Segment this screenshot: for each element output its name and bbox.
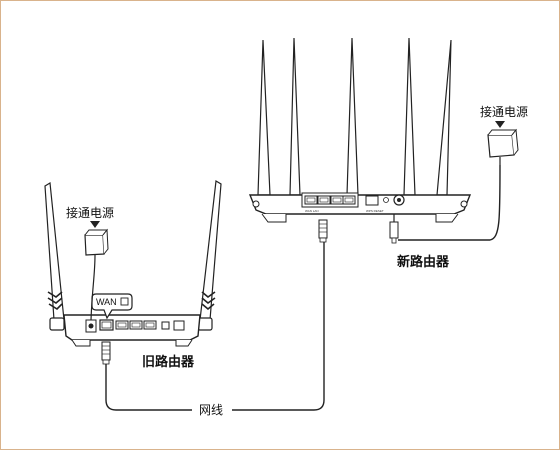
cable-label: 网线: [199, 403, 223, 417]
old-router: [44, 180, 222, 347]
new-router-antennas: [257, 37, 452, 196]
old-router-label: 旧路由器: [142, 354, 195, 370]
power-adapter-right: [487, 128, 519, 165]
power-label-left: 接通电源: [66, 205, 114, 220]
new-router-label: 新路由器: [397, 254, 450, 270]
power-adapter-left: [84, 228, 109, 256]
svg-text:WPS RESET: WPS RESET: [366, 209, 384, 213]
svg-text:WAN LAN: WAN LAN: [305, 209, 319, 213]
old-router-antennas: [44, 180, 222, 321]
wan-port-label: WAN: [96, 297, 117, 307]
new-router-power-plug: [389, 214, 399, 244]
power-label-right: 接通电源: [480, 104, 528, 119]
power-arrow-right: [495, 121, 505, 128]
power-arrow-left: [90, 221, 100, 228]
power-cable-left: [90, 254, 96, 321]
power-cable-right: [398, 164, 501, 241]
new-router: WAN LAN WPS RESET: [248, 37, 472, 223]
new-router-wan-plug: [318, 219, 328, 243]
old-router-wan-plug: [101, 341, 111, 365]
network-cable: [105, 242, 325, 411]
